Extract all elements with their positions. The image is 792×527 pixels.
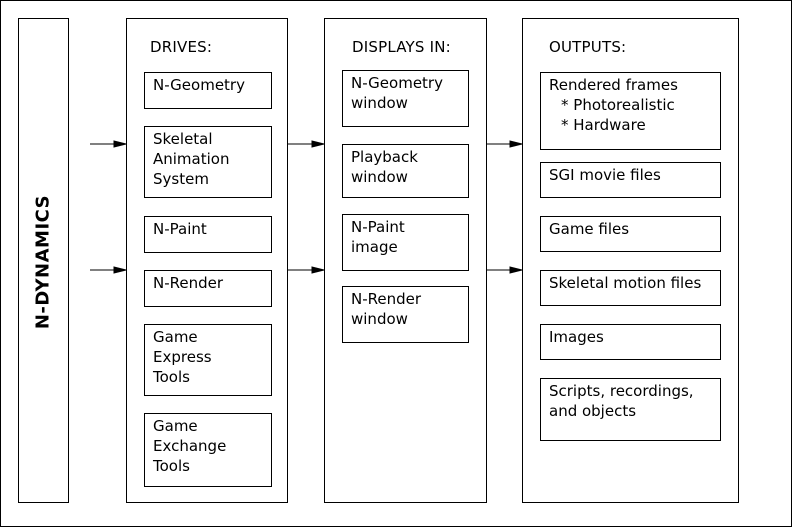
outputs-item-sgi-movie-files: SGI movie files: [540, 162, 721, 198]
displays-item-n-paint-image: N-Paint image: [342, 214, 469, 271]
drives-item-n-render: N-Render: [144, 270, 272, 307]
outputs-title: OUTPUTS:: [549, 38, 627, 56]
drives-item-skeletal-animation-system: Skeletal Animation System: [144, 126, 272, 198]
arrowhead-dynamics-to-drives-bottom: [113, 266, 127, 274]
outputs-item-rendered-frames: Rendered frames * Photorealistic * Hardw…: [540, 72, 721, 150]
outputs-item-skeletal-motion-files: Skeletal motion files: [540, 270, 721, 306]
arrowhead-displays-to-outputs-bottom: [509, 266, 523, 274]
displays-item-n-render-window: N-Render window: [342, 286, 469, 343]
displays-title: DISPLAYS IN:: [352, 38, 451, 56]
drives-item-n-geometry: N-Geometry: [144, 72, 272, 109]
n-dynamics-column: [18, 18, 69, 503]
arrowhead-drives-to-displays-bottom: [311, 266, 325, 274]
outputs-item-game-files: Game files: [540, 216, 721, 252]
rendered-frames-photorealistic: * Photorealistic: [561, 96, 675, 114]
rendered-frames-label: Rendered frames: [549, 76, 678, 94]
outputs-item-images: Images: [540, 324, 721, 360]
displays-item-n-geometry-window: N-Geometry window: [342, 70, 469, 127]
drives-item-n-paint: N-Paint: [144, 216, 272, 253]
displays-item-playback-window: Playback window: [342, 144, 469, 198]
drives-title: DRIVES:: [150, 38, 213, 56]
drives-item-game-exchange-tools: Game Exchange Tools: [144, 413, 272, 487]
drives-item-game-express-tools: Game Express Tools: [144, 324, 272, 396]
arrowhead-dynamics-to-drives-top: [113, 140, 127, 148]
arrowhead-drives-to-displays-top: [311, 140, 325, 148]
outputs-item-scripts-recordings-objects: Scripts, recordings, and objects: [540, 378, 721, 441]
arrowhead-displays-to-outputs-top: [509, 140, 523, 148]
rendered-frames-hardware: * Hardware: [561, 116, 646, 134]
